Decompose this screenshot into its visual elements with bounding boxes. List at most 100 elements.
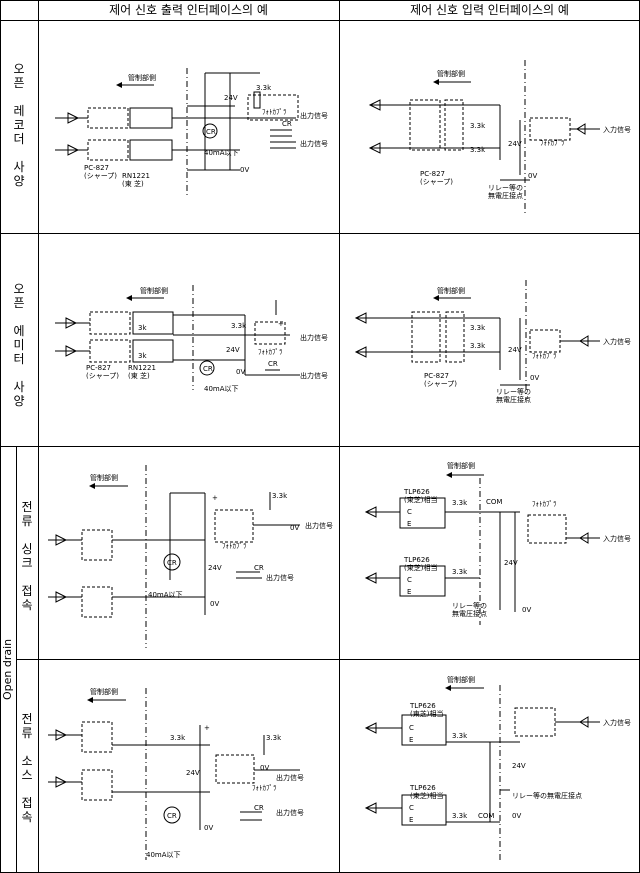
svg-text:3.3k: 3.3k	[170, 734, 186, 742]
svg-text:ﾌｫﾄｶﾌﾟﾗ: ﾌｫﾄｶﾌﾟﾗ	[252, 784, 277, 792]
svg-text:無電圧接点: 無電圧接点	[452, 609, 487, 618]
svg-text:0V: 0V	[236, 368, 245, 376]
svg-text:CR: CR	[268, 360, 278, 368]
svg-text:無電圧接点: 無電圧接点	[496, 395, 531, 404]
svg-text:TLP626: TLP626	[403, 556, 430, 564]
svg-text:24V: 24V	[208, 564, 222, 572]
svg-text:(シャープ): (シャープ)	[424, 380, 457, 388]
svg-text:24V: 24V	[508, 346, 522, 354]
svg-text:管制部側: 管制部側	[140, 286, 168, 295]
svg-text:リレー等の: リレー等の	[488, 183, 523, 192]
svg-text:(東 芝): (東 芝)	[122, 179, 144, 188]
schematic-current-sink-output-labels: 管制部側 + 24V 0V CR 40mA以下 ﾌｫﾄｶﾌﾟﾗ 3.3k 0V …	[90, 473, 333, 608]
svg-text:PC-827: PC-827	[424, 372, 449, 380]
schematic-current-source-input	[364, 685, 600, 860]
svg-text:COM: COM	[478, 812, 494, 820]
svg-text:管制部側: 管制部側	[447, 675, 475, 684]
svg-text:CR: CR	[254, 564, 264, 572]
svg-text:ﾌｫﾄｶﾌﾟﾗ: ﾌｫﾄｶﾌﾟﾗ	[222, 542, 247, 550]
svg-text:管制部側: 管制部側	[447, 461, 475, 470]
svg-text:出力信号: 出力信号	[276, 773, 304, 782]
schematic-current-sink-input-labels: 管制部側 TLP626 (東芝)相当 TLP626 (東芝)相当 C E C E…	[403, 461, 631, 618]
svg-text:24V: 24V	[512, 762, 526, 770]
svg-text:PC-827: PC-827	[84, 164, 109, 172]
svg-text:入力信号: 入力信号	[603, 125, 631, 134]
svg-text:+: +	[204, 724, 210, 732]
svg-text:TLP626: TLP626	[403, 488, 430, 496]
svg-text:0V: 0V	[240, 166, 249, 174]
svg-text:リレー等の: リレー等の	[452, 601, 487, 610]
svg-text:0V: 0V	[530, 374, 539, 382]
schematic-open-collector-input-labels: 管制部側 3.3k 3.3k 24V 0V ﾌｫﾄｶﾌﾟﾗ 入力信号 PC-82…	[420, 69, 631, 200]
svg-text:3.3k: 3.3k	[452, 732, 468, 740]
svg-text:(シャープ): (シャープ)	[420, 178, 453, 186]
svg-text:3.3k: 3.3k	[470, 324, 486, 332]
svg-text:CR: CR	[167, 559, 177, 567]
schematic-current-source-input-labels: 管制部側 TLP626 (東芝)相当 TLP626 (東芝)相当 C E C E…	[409, 675, 631, 824]
svg-text:(シャープ): (シャープ)	[84, 172, 117, 180]
svg-text:管制部側: 管制部側	[437, 286, 465, 295]
svg-text:3.3k: 3.3k	[470, 146, 486, 154]
svg-text:E: E	[409, 736, 413, 744]
svg-text:0V: 0V	[290, 524, 299, 532]
svg-text:管制部側: 管制部側	[128, 73, 156, 82]
svg-text:出力信号: 出力信号	[276, 808, 304, 817]
svg-text:入力信号: 入力信号	[603, 718, 631, 727]
svg-text:24V: 24V	[226, 346, 240, 354]
svg-text:C: C	[409, 724, 414, 732]
svg-text:出力信号: 出力信号	[300, 111, 328, 120]
svg-text:3.3k: 3.3k	[452, 812, 468, 820]
svg-text:TLP626: TLP626	[409, 702, 436, 710]
svg-text:入力信号: 入力信号	[603, 534, 631, 543]
svg-text:無電圧接点: 無電圧接点	[488, 191, 523, 200]
svg-text:C: C	[407, 508, 412, 516]
svg-text:0V: 0V	[204, 824, 213, 832]
svg-text:出力信号: 出力信号	[305, 521, 333, 530]
svg-text:0V: 0V	[210, 600, 219, 608]
schematic-open-collector-output-labels: 管制部側 24V 3.3k ﾌｫﾄｶﾌﾟﾗ 出力信号 出力信号 CR CR 40…	[84, 73, 328, 188]
schematic-open-emitter-output	[55, 285, 300, 390]
svg-text:3.3k: 3.3k	[231, 322, 247, 330]
svg-text:3.3k: 3.3k	[452, 499, 468, 507]
svg-text:(東芝)相当: (東芝)相当	[410, 709, 443, 718]
svg-text:(東芝)相当: (東芝)相当	[410, 791, 443, 800]
svg-text:CR: CR	[167, 812, 177, 820]
schematic-open-collector-input	[368, 60, 600, 215]
svg-text:40mA以下: 40mA以下	[204, 149, 239, 157]
svg-text:24V: 24V	[224, 94, 238, 102]
svg-text:E: E	[407, 520, 411, 528]
svg-text:出力信号: 出力信号	[266, 573, 294, 582]
schematic-open-emitter-output-labels: 管制部側 3.3k 3k 3k 24V ﾌｫﾄｶﾌﾟﾗ + 出力信号 出力信号 …	[86, 286, 328, 393]
svg-text:40mA以下: 40mA以下	[148, 591, 183, 599]
svg-text:(東 芝): (東 芝)	[128, 371, 150, 380]
header-output-examples: 제어 신호 출력 인터페이스의 예	[109, 3, 268, 17]
schematic-current-source-output-labels: 管制部側 3.3k + 24V 0V CR 40mA以下 ﾌｫﾄｶﾌﾟﾗ 3.3…	[90, 687, 304, 859]
svg-text:CR: CR	[206, 128, 216, 136]
schematic-current-sink-output	[48, 465, 300, 648]
svg-text:リレー等の: リレー等の	[496, 387, 531, 396]
svg-text:出力信号: 出力信号	[300, 371, 328, 380]
svg-text:C: C	[407, 576, 412, 584]
svg-text:ﾌｫﾄｶﾌﾟﾗ: ﾌｫﾄｶﾌﾟﾗ	[532, 352, 557, 360]
svg-text:24V: 24V	[508, 140, 522, 148]
svg-text:COM: COM	[486, 498, 502, 506]
svg-text:40mA以下: 40mA以下	[204, 385, 239, 393]
svg-text:リレー等の無電圧接点: リレー等の無電圧接点	[512, 791, 582, 800]
schematic-open-collector-output	[55, 68, 299, 195]
svg-text:PC-827: PC-827	[420, 170, 445, 178]
schematic-current-sink-input	[364, 472, 600, 625]
svg-text:管制部側: 管制部側	[90, 687, 118, 696]
svg-text:ﾌｫﾄｶﾌﾟﾗ: ﾌｫﾄｶﾌﾟﾗ	[258, 348, 283, 356]
svg-text:出力信号: 出力信号	[300, 139, 328, 148]
svg-text:ﾌｫﾄｶﾌﾟﾗ: ﾌｫﾄｶﾌﾟﾗ	[532, 500, 557, 508]
svg-text:24V: 24V	[186, 769, 200, 777]
svg-text:E: E	[407, 588, 411, 596]
svg-text:3.3k: 3.3k	[452, 568, 468, 576]
schematic-open-emitter-input	[354, 280, 600, 400]
svg-text:E: E	[409, 816, 413, 824]
